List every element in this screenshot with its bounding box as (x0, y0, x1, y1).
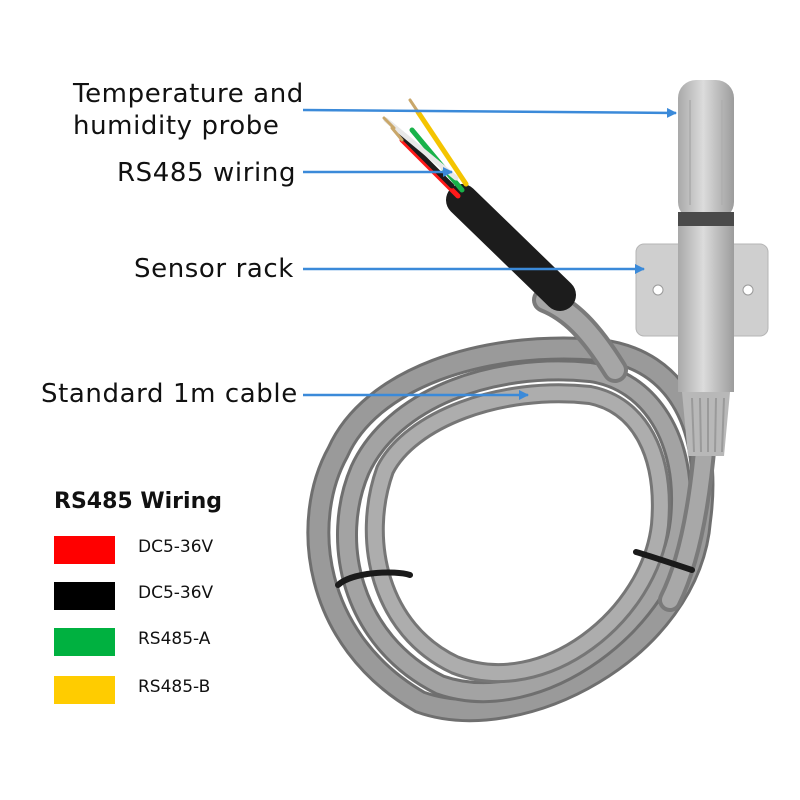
legend-swatch (54, 676, 115, 704)
arrow-probe (302, 107, 677, 118)
callout-probe-line1: Temperature and (73, 79, 304, 109)
heat-shrink (446, 184, 576, 311)
wire-bundle (382, 98, 469, 199)
callout-cable: Standard 1m cable (41, 379, 298, 409)
callout-arrows (302, 107, 677, 400)
legend-swatch (54, 536, 115, 564)
cable-tie-left (335, 569, 413, 588)
legend-label: RS485-B (138, 677, 211, 697)
legend-title: RS485 Wiring (54, 489, 222, 514)
cable-coil (306, 336, 715, 723)
probe (678, 80, 734, 456)
legend-swatch (54, 628, 115, 656)
callout-wiring: RS485 wiring (117, 158, 297, 188)
legend-label: DC5-36V (138, 583, 214, 603)
legend-label: RS485-A (138, 629, 211, 649)
callout-rack: Sensor rack (134, 254, 294, 284)
legend-swatch (54, 582, 115, 610)
callout-probe-line2: humidity probe (73, 111, 280, 141)
cable-tie-right (633, 549, 695, 573)
legend-label: DC5-36V (138, 537, 214, 557)
